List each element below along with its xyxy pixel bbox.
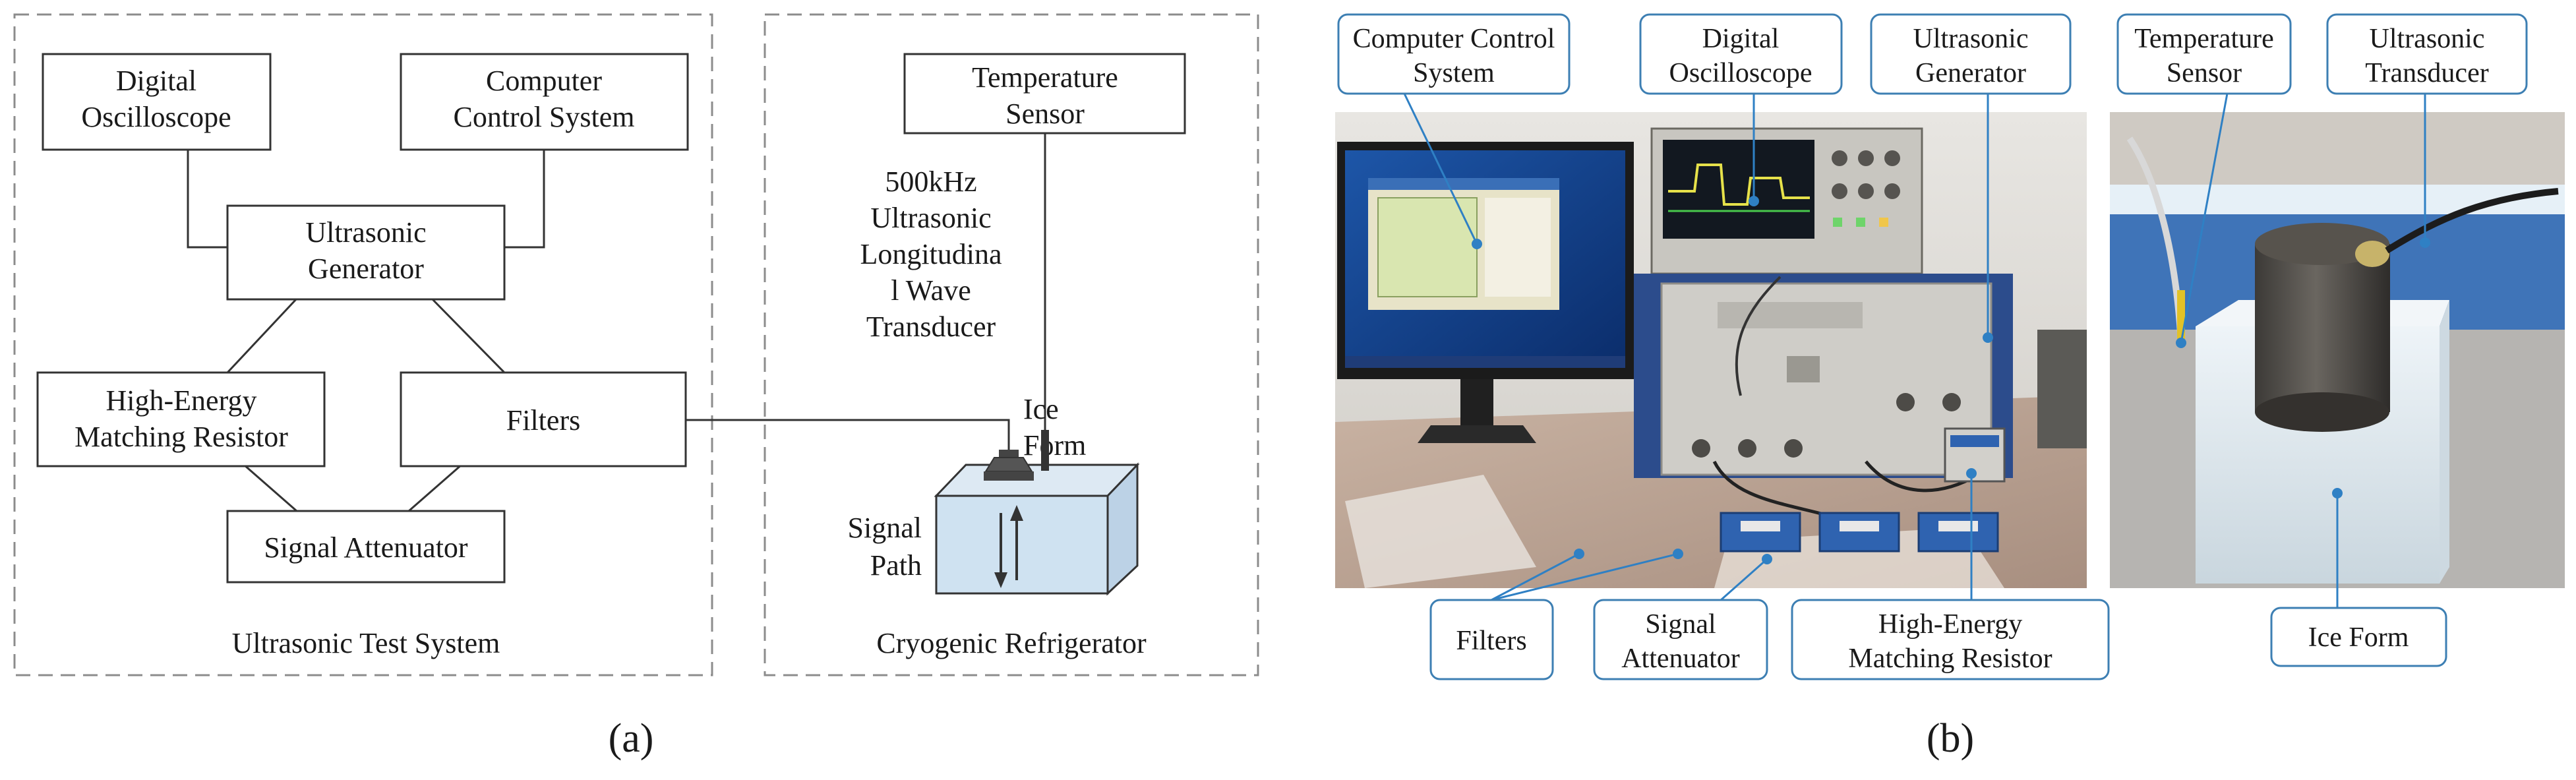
callout-ultrasonic-generator: Ultrasonic Generator (1870, 13, 2072, 95)
leader-temp-sensor (2180, 93, 2229, 344)
svg-text:Longitudina: Longitudina (860, 238, 1002, 270)
ice-form-label: Ice Form (1023, 393, 1086, 462)
svg-text:System: System (1413, 58, 1495, 88)
panel-a: Digital Oscilloscope Computer Control Sy… (13, 13, 1259, 761)
box-label: Temperature (972, 61, 1118, 94)
group-label-refrigerator: Cryogenic Refrigerator (876, 627, 1147, 659)
box-signal-attenuator: Signal Attenuator (226, 510, 506, 584)
box-label: High-Energy (106, 384, 257, 417)
wire-computer-generator (504, 132, 545, 249)
svg-text:High-Energy: High-Energy (1878, 609, 2023, 640)
test-system-group-border (13, 13, 713, 676)
transducer-label: 500kHz Ultrasonic Longitudina l Wave Tra… (860, 165, 1002, 343)
svg-text:Matching Resistor: Matching Resistor (1848, 644, 2052, 674)
svg-text:Filters: Filters (1456, 626, 1526, 656)
svg-text:Transducer: Transducer (866, 311, 996, 343)
leader-attenuator (1720, 558, 1768, 601)
svg-text:Sensor: Sensor (2167, 58, 2242, 88)
wire-filters-attenuator (408, 464, 462, 512)
box-label: Computer (486, 65, 602, 97)
callout-computer-control-system: Computer Control System (1337, 13, 1571, 95)
callout-high-energy-matching-resistor: High-Energy Matching Resistor (1791, 599, 2110, 680)
svg-text:Computer Control: Computer Control (1353, 24, 1555, 54)
svg-text:Ultrasonic: Ultrasonic (2370, 24, 2485, 54)
box-label: Signal Attenuator (264, 531, 468, 564)
temperature-probe-icon (1041, 430, 1049, 471)
svg-text:l Wave: l Wave (891, 274, 971, 307)
svg-text:Oscilloscope: Oscilloscope (1669, 58, 1812, 88)
box-label: Sensor (1005, 98, 1085, 130)
transducer-icon (984, 450, 1034, 481)
caption-b: (b) (1927, 716, 1974, 761)
box-label: Matching Resistor (75, 421, 288, 453)
leader-filters-b (1491, 553, 1679, 601)
svg-text:Transducer: Transducer (2365, 58, 2488, 88)
wire-generator-filters (431, 297, 506, 374)
signal-path-label: Signal Path (848, 512, 922, 582)
box-label: Oscilloscope (81, 101, 231, 133)
callout-ultrasonic-transducer: Ultrasonic Transducer (2326, 13, 2528, 95)
ice-cube (934, 462, 1140, 596)
svg-text:Digital: Digital (1702, 24, 1780, 54)
svg-text:Path: Path (870, 549, 922, 582)
svg-text:Ice Form: Ice Form (2308, 622, 2409, 653)
photo-equipment (1335, 112, 2087, 588)
box-computer-control-system: Computer Control System (400, 53, 689, 151)
signal-path-arrows-icon (994, 505, 1023, 588)
callout-filters: Filters (1429, 599, 1554, 680)
refrigerator-group-border (764, 13, 1259, 676)
box-temperature-sensor: Temperature Sensor (903, 53, 1186, 135)
callout-temperature-sensor: Temperature Sensor (2116, 13, 2292, 95)
leader-computer (1403, 93, 1478, 245)
box-label: Digital (116, 65, 196, 97)
wire-oscilloscope-generator (187, 132, 227, 249)
svg-text:Ultrasonic: Ultrasonic (1913, 24, 2029, 54)
svg-text:Attenuator: Attenuator (1621, 644, 1740, 674)
box-digital-oscilloscope: Digital Oscilloscope (42, 53, 272, 151)
callout-ice-form: Ice Form (2270, 607, 2447, 667)
wire-generator-resistor (226, 297, 298, 374)
svg-text:Ice: Ice (1023, 393, 1059, 425)
wire-filters-transducer (686, 419, 1010, 450)
box-label: Ultrasonic (305, 216, 426, 249)
svg-text:Temperature: Temperature (2134, 24, 2274, 54)
box-high-energy-matching-resistor: High-Energy Matching Resistor (36, 371, 326, 467)
svg-text:Form: Form (1023, 429, 1086, 462)
panel-b: Computer Control System Digital Oscillos… (1335, 13, 2565, 761)
box-ultrasonic-generator: Ultrasonic Generator (226, 204, 506, 301)
svg-text:Signal: Signal (848, 512, 922, 544)
box-filters: Filters (400, 371, 687, 467)
callout-digital-oscilloscope: Digital Oscilloscope (1639, 13, 1843, 95)
svg-text:500kHz: 500kHz (885, 165, 976, 198)
box-label: Control System (453, 101, 634, 133)
caption-a: (a) (609, 716, 654, 761)
callout-signal-attenuator: Signal Attenuator (1593, 599, 1768, 680)
wire-resistor-attenuator (243, 464, 297, 512)
group-label-test-system: Ultrasonic Test System (232, 627, 500, 659)
box-label: Filters (506, 404, 580, 436)
svg-text:Signal: Signal (1645, 609, 1716, 640)
svg-text:Generator: Generator (1915, 58, 2026, 88)
leader-filters-a (1491, 553, 1580, 601)
svg-text:Ultrasonic: Ultrasonic (870, 202, 991, 234)
box-label: Generator (308, 253, 424, 285)
